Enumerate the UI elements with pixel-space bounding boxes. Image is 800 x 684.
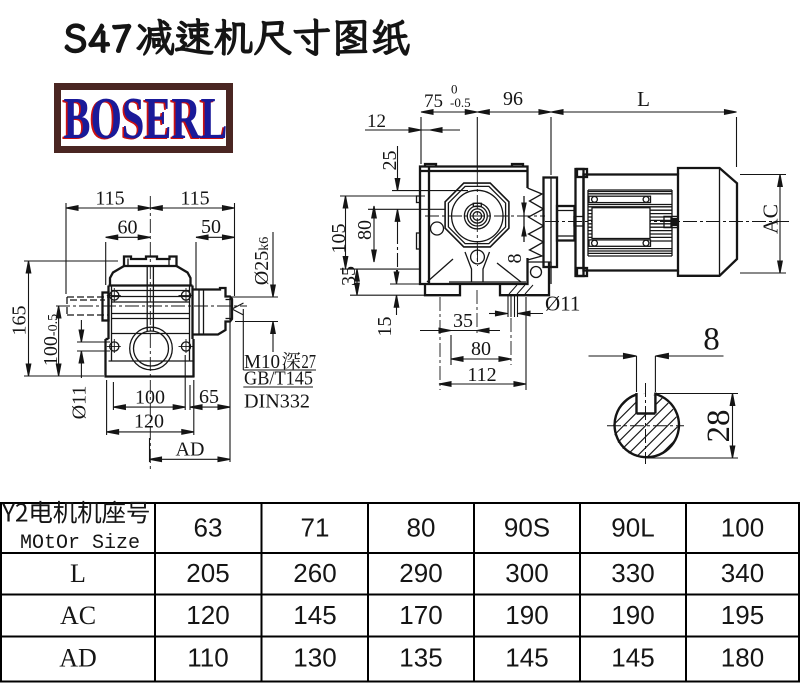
svg-text:190: 190: [505, 600, 548, 630]
svg-text:25: 25: [379, 151, 401, 171]
svg-text:GB/T145: GB/T145: [244, 368, 313, 390]
svg-text:AC: AC: [759, 204, 783, 234]
svg-text:8: 8: [703, 322, 720, 358]
svg-text:165: 165: [9, 306, 31, 336]
svg-text:180: 180: [721, 643, 764, 673]
svg-text:190: 190: [611, 600, 654, 630]
svg-text:100: 100: [135, 387, 165, 409]
svg-text:M10: M10: [244, 351, 280, 373]
svg-text:8: 8: [504, 254, 526, 264]
svg-text:Ø11: Ø11: [545, 292, 580, 316]
svg-text:28: 28: [701, 410, 737, 443]
svg-text:340: 340: [721, 558, 764, 588]
svg-text:300: 300: [505, 558, 548, 588]
svg-text:65: 65: [199, 386, 219, 408]
svg-text:80: 80: [471, 338, 491, 360]
svg-text:Ø25k6: Ø25k6: [251, 237, 273, 285]
svg-text:BOSERL: BOSERL: [62, 86, 226, 152]
svg-text:AD: AD: [59, 644, 97, 673]
svg-text:100-0.5: 100-0.5: [40, 314, 62, 366]
svg-text:205: 205: [186, 558, 229, 588]
svg-text:120: 120: [186, 600, 229, 630]
svg-text:145: 145: [611, 643, 654, 673]
svg-text:135: 135: [399, 643, 442, 673]
svg-text:35: 35: [338, 266, 360, 286]
svg-text:112: 112: [467, 364, 496, 386]
svg-text:AD: AD: [176, 439, 205, 461]
svg-text:50: 50: [201, 216, 221, 238]
svg-text:71: 71: [301, 513, 330, 543]
svg-text:MOtOr Size: MOtOr Size: [20, 532, 140, 555]
svg-text:90S: 90S: [504, 513, 550, 543]
svg-text:115: 115: [180, 188, 209, 210]
svg-text:60: 60: [118, 217, 138, 239]
svg-text:90L: 90L: [611, 513, 654, 543]
svg-text:AC: AC: [60, 601, 96, 630]
svg-text:145: 145: [293, 600, 336, 630]
svg-text:DIN332: DIN332: [244, 391, 310, 413]
svg-text:12: 12: [367, 111, 386, 132]
svg-text:330: 330: [611, 558, 654, 588]
svg-text:63: 63: [194, 513, 223, 543]
svg-text:80: 80: [354, 220, 376, 240]
svg-text:100: 100: [721, 513, 764, 543]
svg-text:BOSERL: BOSERL: [64, 85, 228, 151]
svg-text:115: 115: [95, 188, 124, 210]
svg-text:130: 130: [293, 643, 336, 673]
svg-text:260: 260: [293, 558, 336, 588]
svg-text:80: 80: [407, 513, 436, 543]
svg-text:Ø11: Ø11: [69, 386, 91, 420]
svg-text:96: 96: [503, 88, 523, 110]
svg-text:0: 0: [451, 82, 458, 97]
svg-text:195: 195: [721, 600, 764, 630]
svg-text:170: 170: [399, 600, 442, 630]
svg-text:105: 105: [328, 224, 350, 254]
svg-text:75: 75: [424, 91, 443, 112]
svg-text:120: 120: [134, 411, 164, 433]
svg-text:-0.5: -0.5: [450, 95, 471, 110]
svg-text:27: 27: [302, 351, 317, 373]
svg-text:L: L: [637, 87, 650, 111]
svg-text:290: 290: [399, 558, 442, 588]
svg-text:35: 35: [453, 310, 473, 332]
svg-text:110: 110: [187, 643, 228, 673]
svg-text:15: 15: [374, 317, 396, 337]
svg-text:L: L: [70, 559, 86, 588]
svg-text:145: 145: [505, 643, 548, 673]
